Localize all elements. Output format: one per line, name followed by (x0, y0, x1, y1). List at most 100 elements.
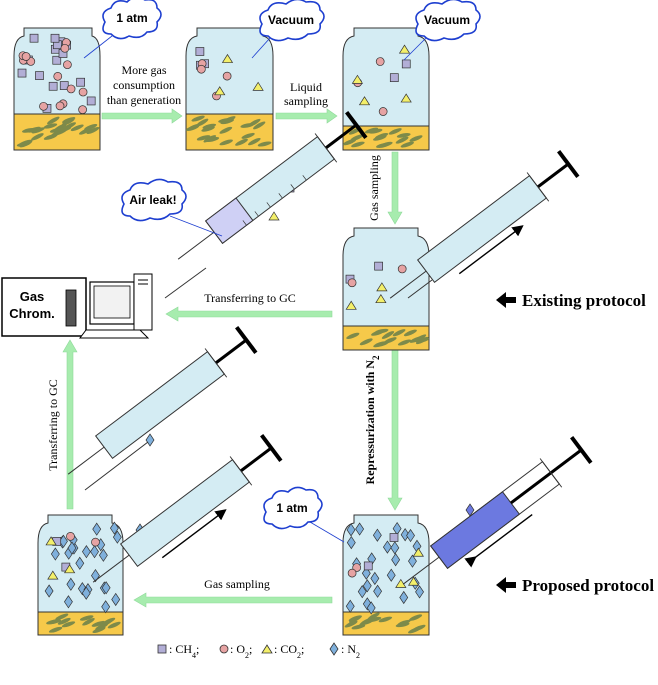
n2-molecule (399, 590, 409, 605)
sediment-grain (376, 143, 390, 148)
ch4-molecule (374, 261, 383, 271)
sediment-grain (396, 133, 411, 138)
sediment-grain (392, 329, 406, 337)
sediment-grain (367, 616, 382, 623)
sediment-grain (235, 138, 248, 146)
sediment-grain (19, 140, 33, 148)
sediment-grain (202, 123, 217, 129)
o2-molecule (66, 84, 76, 94)
sediment-grain (191, 115, 205, 122)
sediment-grain (47, 116, 60, 125)
sediment-grain (381, 331, 395, 339)
sediment-grains (16, 115, 430, 634)
co2-molecule (375, 294, 387, 304)
n2-molecule (75, 556, 85, 570)
sediment-grain (359, 338, 373, 346)
label-consumption-3: than generation (107, 93, 181, 107)
label-transfer-gc-top: Transferring to GC (204, 291, 296, 305)
n2-molecule (391, 553, 401, 567)
o2-molecule (397, 264, 407, 274)
sediment-grain (257, 141, 272, 147)
co2-molecule (45, 536, 57, 546)
sediment-grain (373, 341, 387, 348)
protocol-proposed: Proposed protocol (522, 576, 654, 595)
o2-molecule (66, 532, 75, 541)
sediment-grain (344, 620, 358, 628)
n2-molecule (408, 554, 417, 568)
ch4-molecule (48, 81, 58, 91)
connector-lines (84, 267, 433, 491)
co2-molecule (214, 86, 226, 96)
ch4-molecule (35, 71, 44, 80)
sediment-grain (49, 127, 64, 133)
sediment-grain (185, 125, 200, 131)
co2-molecule (398, 44, 411, 54)
cloud-icon (83, 0, 481, 543)
arrow-left-icon (496, 292, 516, 308)
bubble-leak: Air leak! (129, 193, 176, 207)
bubble-top-left: 1 atm (116, 11, 147, 25)
o2-molecule (60, 43, 70, 53)
o2-molecule (347, 568, 357, 578)
sediment-grain (388, 128, 402, 135)
arrow-liquid-sampling (275, 108, 338, 124)
sediment-grain (43, 134, 58, 140)
sediment-grain (57, 617, 71, 625)
n2-molecule (400, 528, 410, 542)
label-gas-sampling-vertical: Gas sampling (367, 155, 381, 221)
legend-ch4: : CH4; (169, 642, 199, 660)
n2-molecule (90, 545, 99, 559)
legend-n2-swatch (329, 642, 339, 656)
sediment-grain (196, 118, 209, 127)
co2-molecule (376, 282, 388, 292)
sediment-grain (92, 626, 106, 634)
co2-molecule (351, 74, 364, 84)
sediment-grain (403, 329, 417, 337)
arrow-consumption (101, 108, 183, 124)
sediment-grain (43, 123, 58, 129)
co2-molecule (252, 81, 264, 91)
o2-molecule (347, 278, 357, 288)
co2-molecule (268, 211, 280, 221)
n2-molecule (370, 571, 380, 586)
sediment-grain (91, 620, 105, 627)
o2-molecule (39, 101, 48, 111)
arrow-transfer-gc-top (165, 306, 333, 322)
sediment-grain (351, 624, 366, 630)
sediment-grain (373, 135, 387, 141)
sediment-grain (395, 622, 410, 628)
sediment-grain (70, 124, 84, 132)
label-consumption-1: More gas (122, 63, 167, 77)
sediment-grain (364, 127, 379, 134)
co2-molecule (412, 547, 424, 557)
ch4-molecule (401, 59, 411, 69)
sediment-grain (351, 141, 365, 148)
sediment-grain (409, 336, 423, 343)
sediment-grain (253, 121, 266, 130)
protocol-existing: Existing protocol (522, 291, 646, 310)
sediment-grain (409, 614, 423, 621)
syringe-n2-injection (402, 436, 593, 585)
o2-molecule (196, 64, 206, 74)
ch4-molecule (50, 33, 60, 43)
sediment-grain (82, 618, 95, 626)
n2-molecule (109, 521, 119, 535)
legend-ch4-swatch (157, 644, 167, 654)
sediment-grain (346, 332, 360, 340)
co2-molecule (345, 300, 357, 310)
arrow-transfer-gc-up (62, 339, 78, 510)
co2-molecule (400, 93, 412, 103)
sediment-grain (205, 136, 220, 143)
sediment-grain (247, 137, 261, 146)
co2-molecule (63, 564, 76, 574)
sediment-grain (61, 118, 75, 126)
sediment-grain (248, 118, 261, 127)
legend: : CH4; : O2; : CO2; : N2 (157, 642, 360, 660)
n2-molecule (355, 522, 365, 536)
n2-molecule (406, 528, 415, 543)
ch4-molecule (29, 33, 39, 43)
n2-molecule (101, 600, 111, 614)
gc-label-line2: Chrom. (9, 306, 55, 321)
n2-molecule (145, 433, 155, 447)
n2-molecule (362, 579, 372, 593)
